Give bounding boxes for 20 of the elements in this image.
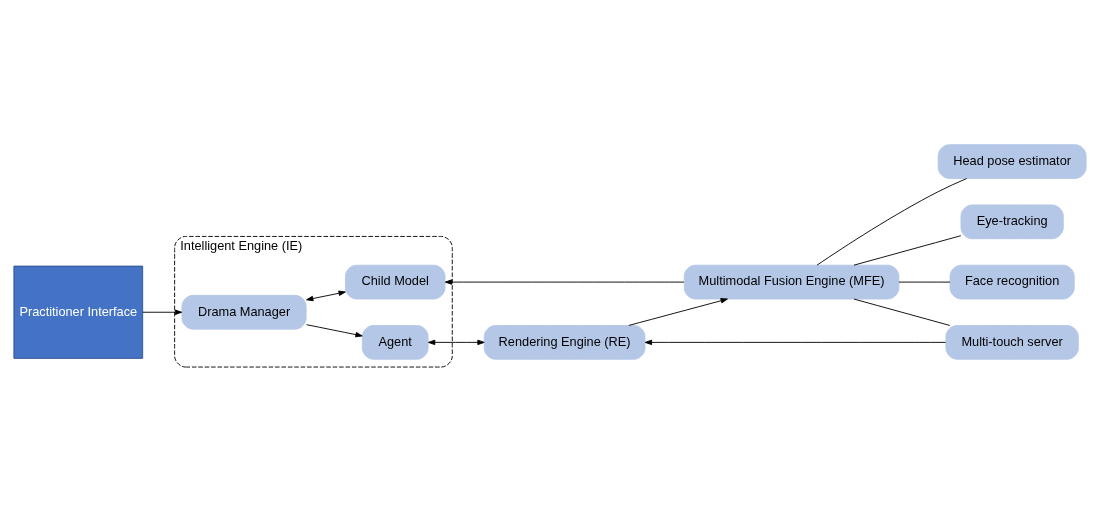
node-box: Practitioner Interface <box>13 265 144 359</box>
arrow <box>444 278 685 285</box>
arrow <box>427 339 485 345</box>
node-box: Multi-touch server <box>945 324 1079 360</box>
connector <box>853 298 951 326</box>
node-box: Drama Manager <box>181 294 307 330</box>
arrow <box>644 339 947 345</box>
connector <box>853 234 962 266</box>
arrow <box>306 323 363 337</box>
node-box: Face recognition <box>949 264 1075 299</box>
node-box: Multimodal Fusion Engine (MFE) <box>683 264 900 299</box>
node-box: Child Model <box>344 264 446 299</box>
arrow <box>306 290 346 301</box>
connector <box>816 177 968 266</box>
node-box: Head pose estimator <box>937 143 1087 179</box>
arrow <box>142 309 183 315</box>
node-box: Agent <box>361 324 429 360</box>
node-box: Rendering Engine (RE) <box>483 324 646 360</box>
node-box: Eye-tracking <box>960 203 1064 239</box>
arrow <box>628 297 728 326</box>
